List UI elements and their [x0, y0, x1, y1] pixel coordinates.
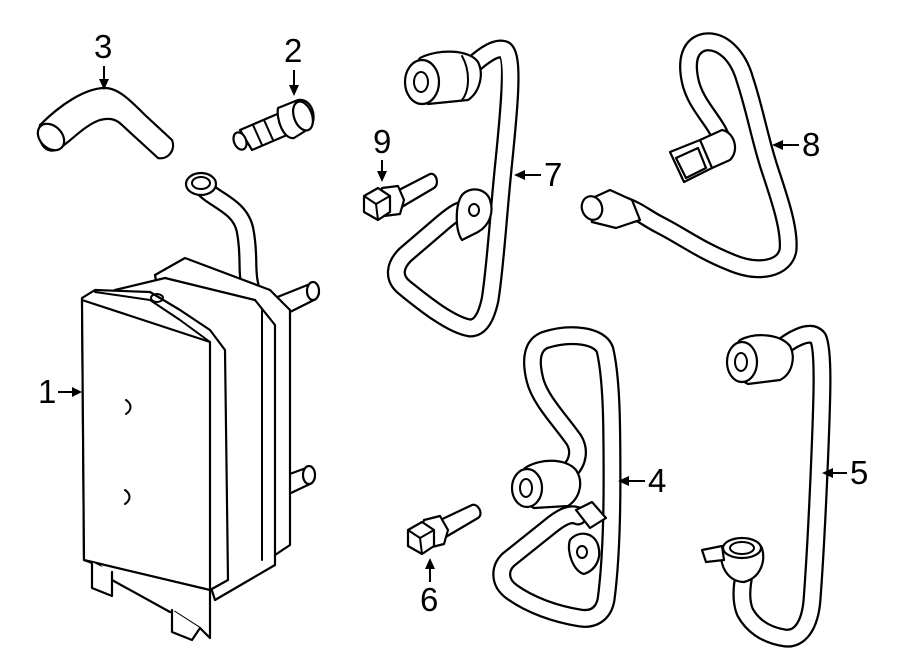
- callout-number-6: 6: [420, 581, 438, 618]
- arrow-down-icon: [377, 171, 387, 182]
- callout-number-7: 7: [544, 156, 562, 193]
- callout-8: 8: [772, 126, 820, 163]
- arrow-right-icon: [72, 387, 82, 397]
- oil-line-part-5[interactable]: [700, 324, 832, 648]
- oil-line-part-4[interactable]: [492, 326, 622, 628]
- callout-number-8: 8: [802, 126, 820, 163]
- oil-cooler-part[interactable]: [80, 171, 321, 642]
- bolt-part-9[interactable]: [362, 172, 439, 222]
- callout-number-1: 1: [38, 373, 56, 410]
- bolt-part-6[interactable]: [406, 503, 482, 556]
- arrow-down-icon: [289, 85, 299, 96]
- callout-6: 6: [420, 558, 438, 618]
- arrow-left-icon: [514, 170, 525, 180]
- arrow-down-icon: [99, 79, 109, 90]
- callout-7: 7: [514, 156, 562, 193]
- callout-number-5: 5: [850, 454, 868, 491]
- callout-1: 1: [38, 373, 82, 410]
- arrow-left-icon: [772, 140, 783, 150]
- hose-elbow-part[interactable]: [33, 86, 175, 160]
- callout-4: 4: [618, 462, 666, 499]
- callout-2: 2: [284, 32, 302, 96]
- callout-number-2: 2: [284, 32, 302, 69]
- arrow-left-icon: [618, 476, 629, 486]
- oil-line-part-7[interactable]: [386, 39, 520, 338]
- callout-number-9: 9: [373, 123, 391, 160]
- callout-number-3: 3: [94, 28, 112, 65]
- callout-number-4: 4: [648, 462, 666, 499]
- arrow-up-icon: [425, 558, 435, 569]
- arrow-left-icon: [822, 468, 833, 478]
- callout-5: 5: [822, 454, 868, 491]
- fitting-part[interactable]: [231, 98, 317, 152]
- callout-9: 9: [373, 123, 391, 182]
- oil-line-part-8[interactable]: [578, 32, 798, 279]
- callout-3: 3: [94, 28, 112, 90]
